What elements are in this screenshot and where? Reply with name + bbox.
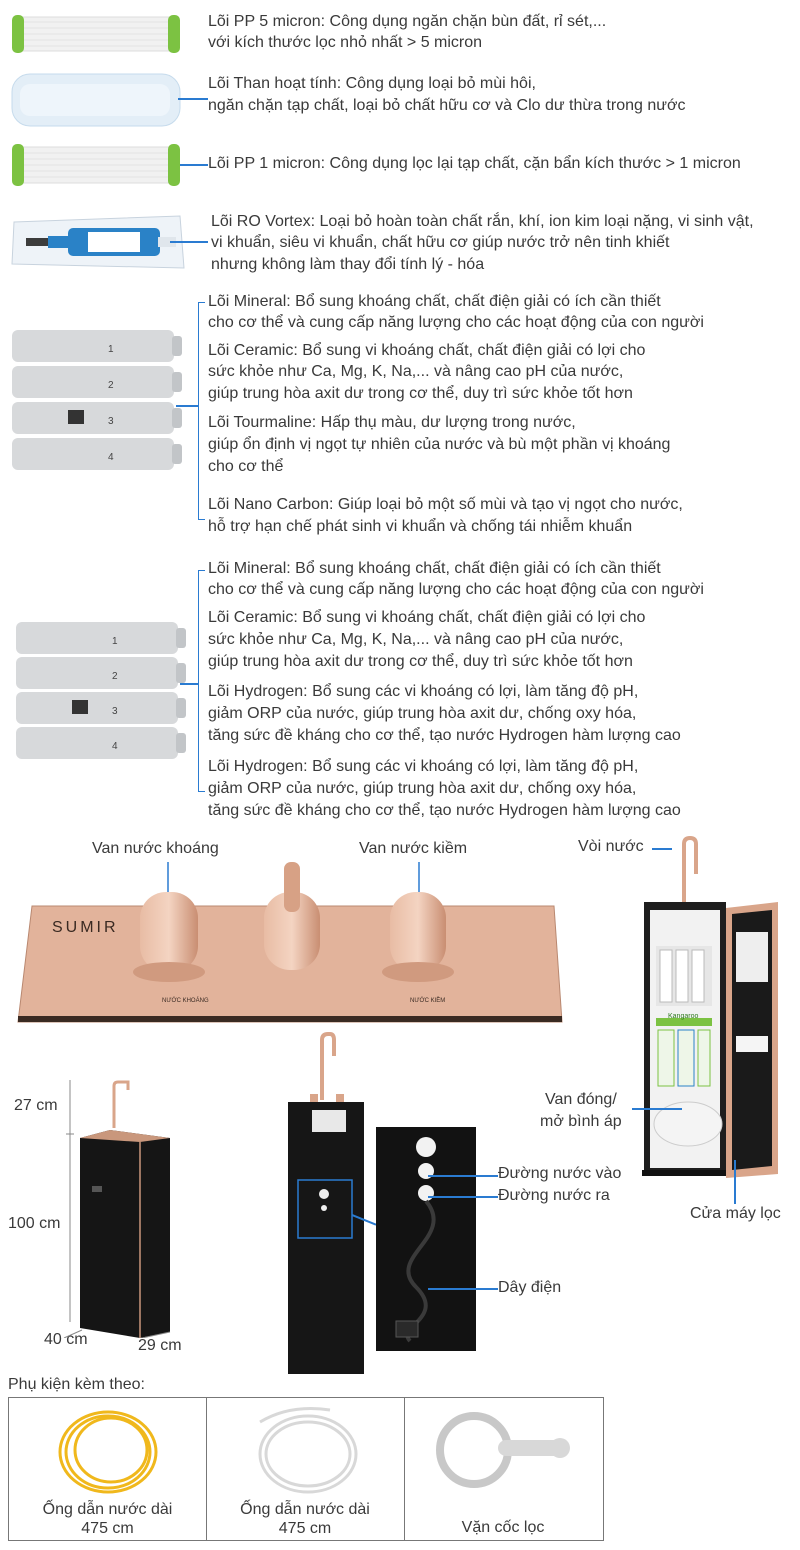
pressure-valve-label-2: mở bình áp bbox=[540, 1113, 622, 1130]
cartridge-1c-number: 3 bbox=[108, 416, 114, 427]
g2-ceramic-3: giúp trung hòa axit dư trong cơ thể, duy… bbox=[208, 653, 633, 670]
cabinet-dimension-image bbox=[63, 1080, 171, 1338]
g2-mineral-2: cho cơ thể và cung cấp năng lượng cho cá… bbox=[208, 581, 704, 598]
carbon-cartridge-image bbox=[11, 73, 181, 127]
ro-membrane-image bbox=[11, 215, 185, 269]
white-tube-label-2: 475 cm bbox=[278, 1520, 332, 1537]
cord-label: Dây điện bbox=[498, 1279, 562, 1296]
pressure-valve-pointer bbox=[632, 1108, 682, 1110]
dim-depth-label: 40 cm bbox=[44, 1331, 88, 1348]
accessory-cell-yellow-tube: Ống dẫn nước dài 475 cm bbox=[9, 1398, 207, 1540]
cartridge-2c-number: 3 bbox=[112, 706, 118, 717]
g2-hydrogen2-1: Lõi Hydrogen: Bổ sung các vi khoáng có l… bbox=[208, 758, 639, 775]
g1-nano-2: hỗ trợ hạn chế phát sinh vi khuẩn và chố… bbox=[208, 518, 633, 535]
dim-width-label: 29 cm bbox=[138, 1337, 182, 1354]
cartridge-1b-number: 2 bbox=[108, 380, 114, 391]
rear-panel-zoom-image bbox=[376, 1127, 476, 1351]
pressure-valve-label-1: Van đóng/ bbox=[545, 1091, 617, 1108]
faucet-label: Vòi nước bbox=[578, 838, 644, 855]
yellow-tube-label-2: 475 cm bbox=[81, 1520, 134, 1537]
ro-text-1: Lõi RO Vortex: Loại bỏ hoàn toàn chất rắ… bbox=[211, 213, 754, 230]
pp5-text-1: Lõi PP 5 micron: Công dụng ngăn chặn bùn… bbox=[208, 13, 607, 30]
pp5-text-2: với kích thước lọc nhỏ nhất > 5 micron bbox=[208, 34, 483, 51]
ro-pointer bbox=[170, 241, 208, 243]
g2-ceramic-2: sức khỏe như Ca, Mg, K, Na,... và nâng c… bbox=[208, 631, 624, 648]
g1-mineral-1: Lõi Mineral: Bổ sung khoáng chất, chất đ… bbox=[208, 293, 661, 310]
pp5-cartridge-image bbox=[12, 15, 180, 53]
g1-nano-1: Lõi Nano Carbon: Giúp loại bỏ một số mùi… bbox=[208, 496, 683, 513]
dim-height-label: 100 cm bbox=[8, 1215, 61, 1232]
cord-pointer bbox=[428, 1288, 498, 1290]
outlet-pointer bbox=[428, 1196, 498, 1198]
door-label: Cửa máy lọc bbox=[690, 1205, 781, 1222]
accessory-cell-wrench: Vặn cốc lọc bbox=[404, 1398, 602, 1540]
g1-ceramic-1: Lõi Ceramic: Bổ sung vi khoáng chất, chấ… bbox=[208, 342, 646, 359]
panel-brand-text: SUMIR bbox=[52, 919, 119, 936]
carbon-pointer bbox=[178, 98, 208, 100]
g1-ceramic-3: giúp trung hòa axit dư trong cơ thể, duy… bbox=[208, 385, 633, 402]
cartridge-2d-number: 4 bbox=[112, 741, 118, 752]
inlet-pointer bbox=[428, 1175, 498, 1177]
accessory-cell-white-tube: Ống dẫn nước dài 475 cm bbox=[206, 1398, 405, 1540]
g2-hydrogen2-3: tăng sức đề kháng cho cơ thể, tạo nước H… bbox=[208, 802, 681, 819]
carbon-text-1: Lõi Than hoạt tính: Công dụng loại bỏ mù… bbox=[208, 75, 536, 92]
g2-hydrogen2-2: giảm ORP của nước, giúp trung hòa axit d… bbox=[208, 780, 637, 797]
g1-tourmaline-2: giúp ổn định vị ngọt tự nhiên của nước v… bbox=[208, 436, 671, 453]
dim-top-label: 27 cm bbox=[14, 1097, 58, 1114]
rear-cabinet-image bbox=[288, 1032, 364, 1374]
g2-ceramic-1: Lõi Ceramic: Bổ sung vi khoáng chất, chấ… bbox=[208, 609, 646, 626]
pp1-text: Lõi PP 1 micron: Công dụng lọc lại tạp c… bbox=[208, 155, 741, 172]
wrench-label: Vặn cốc lọc bbox=[461, 1519, 545, 1536]
g1-ceramic-2: sức khỏe như Ca, Mg, K, Na,... và nâng c… bbox=[208, 363, 624, 380]
valve-panel-image: SUMIR NƯỚC KHOÁNG NƯỚC KIỀM bbox=[17, 862, 563, 1023]
alkaline-tag-text: NƯỚC KIỀM bbox=[410, 997, 445, 1004]
carbon-text-2: ngăn chặn tạp chất, loại bỏ chất hữu cơ … bbox=[208, 97, 686, 114]
mineral-valve-label: Van nước khoáng bbox=[92, 840, 219, 857]
outlet-label: Đường nước ra bbox=[498, 1187, 610, 1204]
alkaline-valve-label: Van nước kiềm bbox=[359, 840, 468, 857]
group1-pointer bbox=[176, 405, 198, 407]
machine-filter-brand: Kangaroo bbox=[668, 1013, 698, 1020]
faucet-pointer bbox=[652, 848, 672, 850]
g1-tourmaline-3: cho cơ thể bbox=[208, 458, 284, 475]
cartridge-1d-number: 4 bbox=[108, 452, 114, 463]
open-machine-image: Kangaroo bbox=[642, 836, 778, 1178]
cartridge-stack-image-1: 1 2 3 4 bbox=[12, 330, 182, 470]
pp1-pointer bbox=[180, 164, 208, 166]
cartridge-1a-number: 1 bbox=[108, 344, 114, 355]
cartridge-2b-number: 2 bbox=[112, 671, 118, 682]
door-pointer bbox=[734, 1160, 736, 1204]
inlet-label: Đường nước vào bbox=[498, 1165, 622, 1182]
filter-wrench-icon bbox=[436, 1412, 570, 1488]
yellow-tube-label-1: Ống dẫn nước dài bbox=[42, 1501, 173, 1518]
ro-text-2: vi khuẩn, siêu vi khuẩn, chất hữu cơ giú… bbox=[211, 234, 670, 251]
g1-mineral-2: cho cơ thể và cung cấp năng lượng cho cá… bbox=[208, 314, 704, 331]
accessories-title: Phụ kiện kèm theo: bbox=[8, 1376, 145, 1393]
group2-bracket bbox=[198, 570, 205, 792]
accessories-table: Ống dẫn nước dài 475 cm Ống dẫn nước dài… bbox=[8, 1397, 604, 1541]
ro-text-3: nhưng không làm thay đổi tính lý - hóa bbox=[211, 256, 485, 273]
group2-pointer bbox=[180, 683, 198, 685]
g2-hydrogen-1: Lõi Hydrogen: Bổ sung các vi khoáng có l… bbox=[208, 683, 639, 700]
yellow-tube-icon bbox=[58, 1410, 158, 1494]
cartridge-2a-number: 1 bbox=[112, 636, 118, 647]
g2-hydrogen-3: tăng sức đề kháng cho cơ thể, tạo nước H… bbox=[208, 727, 681, 744]
white-tube-label-1: Ống dẫn nước dài bbox=[240, 1501, 370, 1518]
g2-mineral-1: Lõi Mineral: Bổ sung khoáng chất, chất đ… bbox=[208, 560, 661, 577]
pp1-cartridge-image bbox=[12, 144, 180, 186]
cartridge-stack-image-2: 1 2 3 4 bbox=[16, 622, 186, 759]
g2-hydrogen-2: giảm ORP của nước, giúp trung hòa axit d… bbox=[208, 705, 637, 722]
white-tube-icon bbox=[258, 1407, 358, 1494]
mineral-tag-text: NƯỚC KHOÁNG bbox=[162, 997, 209, 1004]
group1-bracket bbox=[198, 302, 205, 520]
g1-tourmaline-1: Lõi Tourmaline: Hấp thụ màu, dư lượng tr… bbox=[208, 414, 576, 431]
